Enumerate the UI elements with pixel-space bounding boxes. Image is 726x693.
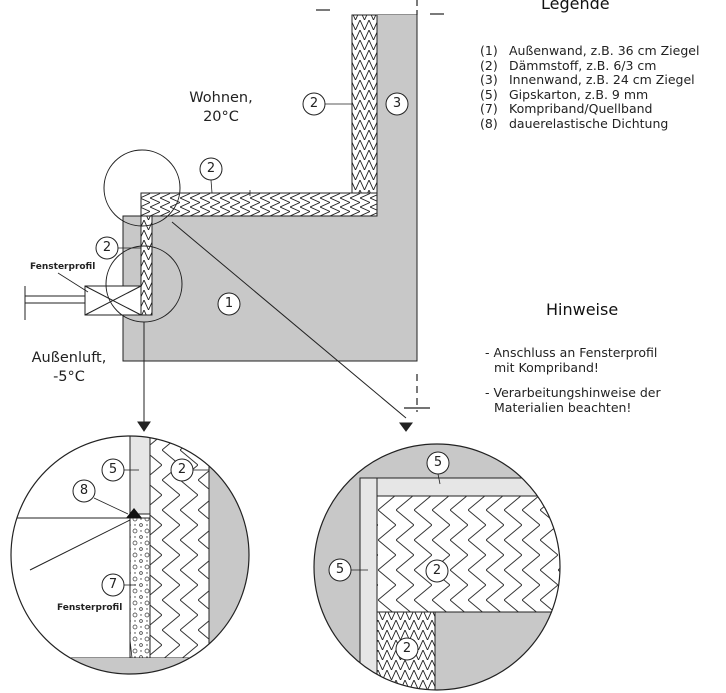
legend-num: (7) <box>480 101 498 117</box>
detail-leaders <box>137 221 413 432</box>
marker-2-wall-label: 2 <box>206 161 216 176</box>
room-outside-temp: -5°C <box>53 369 85 385</box>
marker-5-right-side-label: 5 <box>335 562 345 577</box>
legend-text: dauerelastische Dichtung <box>509 115 669 131</box>
hints-title: Hinweise <box>546 300 619 319</box>
hint-item: - Verarbeitungshinweise der Materialien … <box>485 386 661 415</box>
marker-3 <box>385 92 409 116</box>
marker-2-right-label: 2 <box>432 563 442 578</box>
legend-num: (8) <box>480 115 498 131</box>
legend-text: Kompriband/Quellband <box>509 101 653 117</box>
marker-1 <box>217 292 241 316</box>
marker-2-top <box>302 92 326 116</box>
room-inside-label: Wohnen, 20°C <box>176 89 266 127</box>
marker-2-left-label: 2 <box>177 462 187 477</box>
marker-5-right-side <box>328 558 352 582</box>
legend-row: (8) dauerelastische Dichtung <box>480 115 699 132</box>
inner-wall <box>377 15 417 217</box>
detail-left-plaster <box>129 436 151 515</box>
detail-left-wall <box>208 436 249 661</box>
marker-2-right <box>425 559 449 583</box>
hint-line: mit Kompriband! <box>494 359 599 375</box>
marker-7-label: 7 <box>108 577 118 592</box>
marker-2-left <box>170 458 194 482</box>
detail-left-sealant <box>126 508 142 518</box>
cut-lines <box>316 0 444 412</box>
legend-num: (1) <box>480 43 498 58</box>
marker-2-reveal <box>95 236 119 260</box>
window-profile <box>24 272 142 320</box>
marker-8 <box>72 479 96 503</box>
marker-5-right-top-label: 5 <box>433 455 443 470</box>
window-profile-label: Fensterprofil <box>30 262 96 272</box>
legend-row: (7) Kompriband/Quellband <box>480 102 699 117</box>
legend-row: (3) Innenwand, z.B. 24 cm Ziegel <box>480 72 699 88</box>
detail-circle-upper <box>103 149 181 227</box>
window-profile-detail-label: Fensterprofil <box>57 603 123 613</box>
marker-2-right-lower-label: 2 <box>402 641 412 656</box>
legend-row: (5) Gipskarton, z.B. 9 mm <box>480 86 699 103</box>
detail-right-plaster-top <box>359 477 560 497</box>
hint-line: Materialien beachten! <box>494 399 632 415</box>
marker-2-reveal-label: 2 <box>102 240 112 255</box>
legend-num: (5) <box>480 86 498 102</box>
marker-2-wall <box>199 157 223 181</box>
marker-5-right-top <box>426 451 450 475</box>
marker-5-left-label: 5 <box>108 462 118 477</box>
legend-num: (2) <box>480 57 498 73</box>
detail-left <box>10 435 250 675</box>
marker-7 <box>101 573 125 597</box>
marker-5-left <box>101 458 125 482</box>
hint-item: - Anschluss an Fensterprofil mit Komprib… <box>485 345 661 375</box>
room-outside-label: Außenluft, -5°C <box>24 349 114 387</box>
room-outside-name: Außenluft, <box>31 350 107 366</box>
legend: (1) Außenwand, z.B. 36 cm Ziegel (2) Dämms… <box>480 43 700 132</box>
legend-title: Legende <box>541 0 610 13</box>
detail-right <box>313 443 561 691</box>
legend-row: (1) Außenwand, z.B. 36 cm Ziegel <box>480 43 700 59</box>
marker-3-label: 3 <box>392 96 402 111</box>
marker-8-label: 8 <box>79 483 89 498</box>
legend-text: Dämmstoff, z.B. 6/3 cm <box>509 57 657 73</box>
legend-num: (3) <box>480 72 498 88</box>
room-inside-temp: 20°C <box>203 109 239 125</box>
legend-row: (2) Dämmstoff, z.B. 6/3 cm <box>480 57 699 74</box>
detail-right-plaster-side <box>359 477 378 690</box>
marker-1-label: 1 <box>224 296 234 311</box>
hint-line: - Anschluss an Fensterprofil <box>485 345 658 360</box>
hint-line: - Verarbeitungshinweise der <box>485 385 661 401</box>
marker-2-right-lower <box>395 637 419 661</box>
legend-text: Außenwand, z.B. 36 cm Ziegel <box>509 43 700 58</box>
markers <box>72 92 450 661</box>
legend-text: Innenwand, z.B. 24 cm Ziegel <box>509 72 695 88</box>
hints: - Anschluss an Fensterprofil mit Komprib… <box>485 345 661 426</box>
marker-2-top-label: 2 <box>309 96 319 111</box>
legend-text: Gipskarton, z.B. 9 mm <box>509 86 649 102</box>
room-inside-name: Wohnen, <box>189 90 253 106</box>
